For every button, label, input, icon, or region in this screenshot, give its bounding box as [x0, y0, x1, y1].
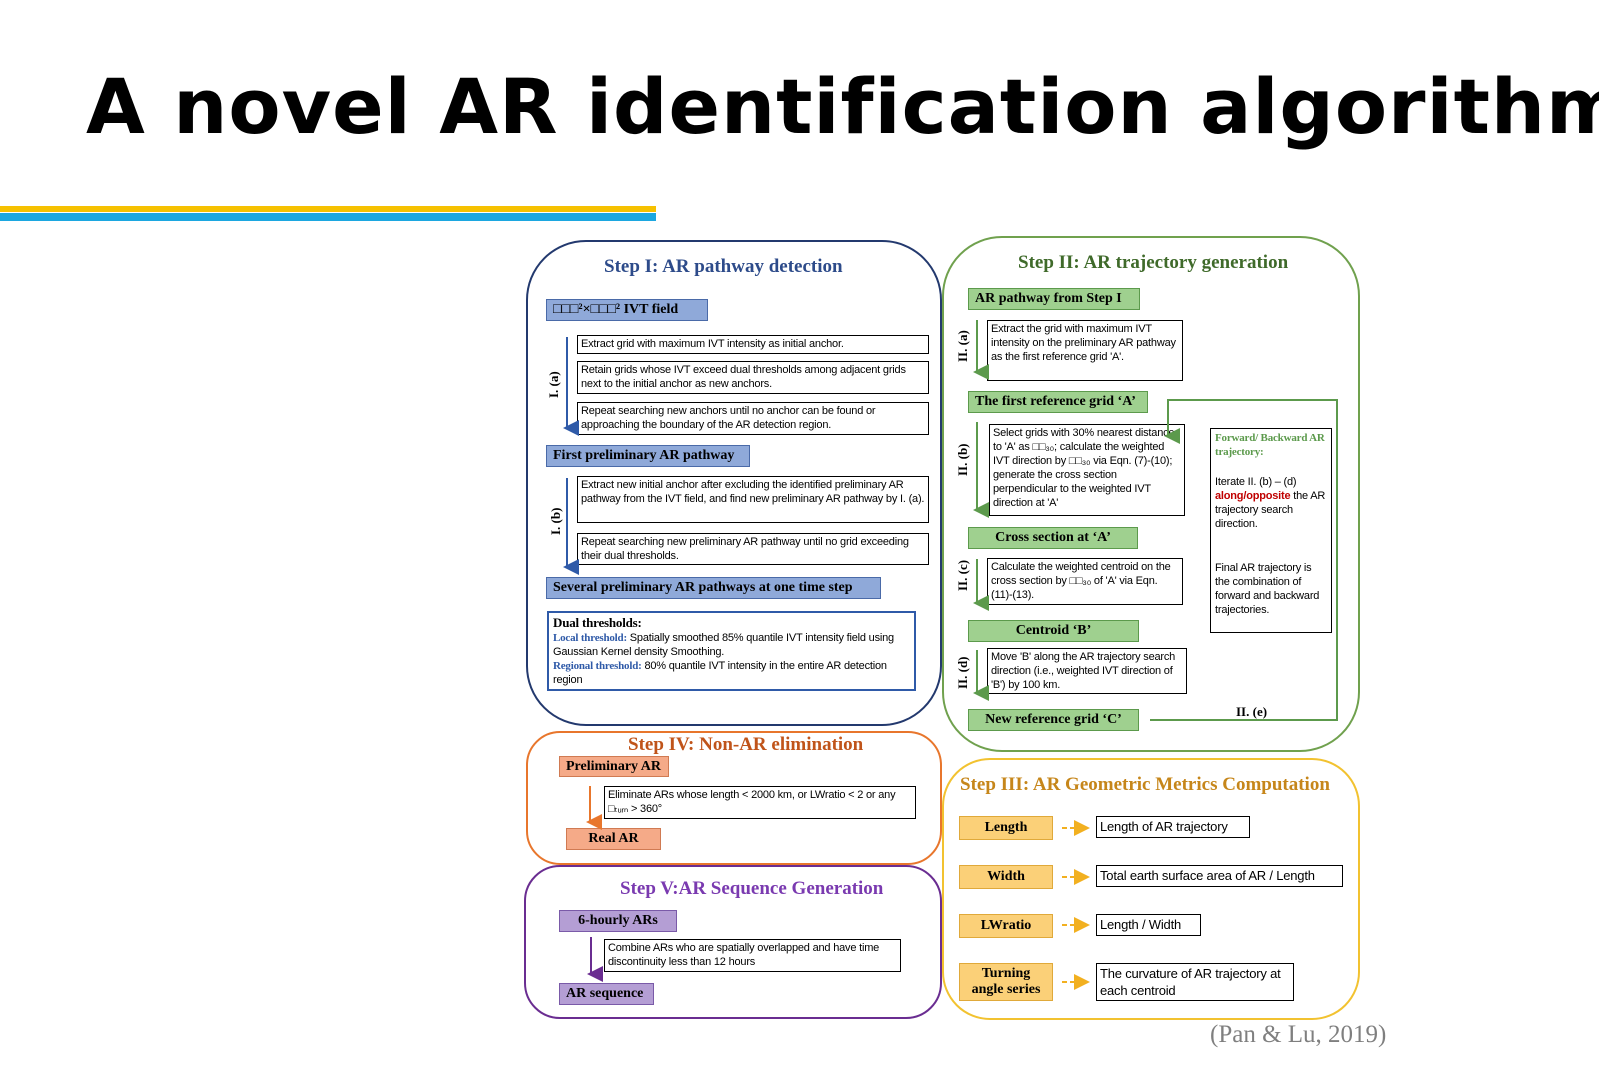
metric-turning-label: Turning angle series [959, 963, 1053, 1001]
centroid-b-label: Centroid ‘B’ [968, 620, 1139, 642]
step1-box-b2: Repeat searching new preliminary AR path… [577, 533, 929, 565]
dual-thresholds-box: Dual thresholds: Local threshold: Spatia… [547, 611, 916, 691]
step1-box-b1: Extract new initial anchor after excludi… [577, 476, 929, 523]
step4-title: Step IV: Non-AR elimination [628, 734, 864, 755]
accent-bar-yellow [0, 206, 656, 212]
metric-length-label: Length [959, 816, 1053, 840]
ar-sequence-label: AR sequence [559, 983, 654, 1005]
final-trajectory-text: Final AR trajectory is the combination o… [1215, 562, 1320, 616]
regional-threshold-label: Regional threshold: [553, 660, 642, 672]
iterate-direction: along/opposite the AR trajectory search … [1215, 489, 1327, 531]
first-reference-grid-label: The first reference grid ‘A’ [968, 391, 1148, 413]
step1-title: Step I: AR pathway detection [604, 256, 843, 277]
along-opposite-text: along/opposite [1215, 490, 1291, 502]
regional-threshold-line: Regional threshold: 80% quantile IVT int… [553, 659, 910, 687]
step1-box-a3: Repeat searching new anchors until no an… [577, 402, 929, 435]
direction-text: the AR trajectory search direction. [1215, 490, 1326, 530]
step2-box-b: Select grids with 30% nearest distance t… [989, 424, 1185, 516]
cross-section-label: Cross section at ‘A’ [968, 527, 1138, 549]
step2-box-d: Move 'B' along the AR trajectory search … [987, 648, 1187, 694]
first-pathway-label: First preliminary AR pathway [546, 445, 750, 467]
step3-title: Step III: AR Geometric Metrics Computati… [960, 774, 1330, 795]
slide-title: A novel AR identification algorithm [86, 62, 1599, 151]
forward-backward-box: Forward/ Backward AR trajectory: Iterate… [1210, 428, 1332, 633]
hourly-ars-label: 6-hourly ARs [559, 910, 677, 932]
several-pathways-label: Several preliminary AR pathways at one t… [546, 577, 881, 599]
new-reference-grid-label: New reference grid ‘C’ [968, 709, 1139, 731]
metric-length-desc: Length of AR trajectory [1096, 816, 1250, 838]
forward-backward-title: Forward/ Backward AR trajectory: [1215, 432, 1325, 458]
local-threshold-text: Spatially smoothed 85% quantile IVT inte… [553, 632, 894, 658]
local-threshold-line: Local threshold: Spatially smoothed 85% … [553, 631, 910, 659]
metric-lwratio-desc: Length / Width [1096, 914, 1201, 936]
ivt-field-label: □□□²×□□□² IVT field [546, 299, 708, 321]
step5-title: Step V:AR Sequence Generation [620, 878, 884, 899]
metric-lwratio-label: LWratio [959, 914, 1053, 938]
citation: (Pan & Lu, 2019) [1210, 1021, 1387, 1048]
preliminary-ar-label: Preliminary AR [559, 756, 669, 777]
step2-loop-arrow [1150, 399, 1338, 721]
step1-box-a1: Extract grid with maximum IVT intensity … [577, 335, 929, 354]
real-ar-label: Real AR [566, 828, 661, 850]
step2-sub-e: II. (e) [1236, 704, 1268, 719]
step2-box-a: Extract the grid with maximum IVT intens… [987, 320, 1183, 381]
step2-box-c: Calculate the weighted centroid on the c… [987, 558, 1183, 605]
step2-title: Step II: AR trajectory generation [1018, 252, 1289, 273]
step5-box: Combine ARs who are spatially overlapped… [604, 939, 901, 972]
dual-thresholds-title: Dual thresholds: [553, 615, 642, 630]
local-threshold-label: Local threshold: [553, 632, 627, 644]
step4-box: Eliminate ARs whose length < 2000 km, or… [604, 786, 916, 819]
metric-turning-desc: The curvature of AR trajectory at each c… [1096, 963, 1294, 1001]
metric-width-desc: Total earth surface area of AR / Length [1096, 865, 1343, 887]
accent-bar-blue [0, 213, 656, 221]
metric-width-label: Width [959, 865, 1053, 889]
regional-threshold-text: 80% quantile IVT intensity in the entire… [553, 660, 887, 686]
pathway-from-step1-label: AR pathway from Step I [968, 288, 1140, 310]
iterate-text: Iterate II. (b) – (d) [1215, 476, 1297, 488]
step1-box-a2: Retain grids whose IVT exceed dual thres… [577, 361, 929, 394]
